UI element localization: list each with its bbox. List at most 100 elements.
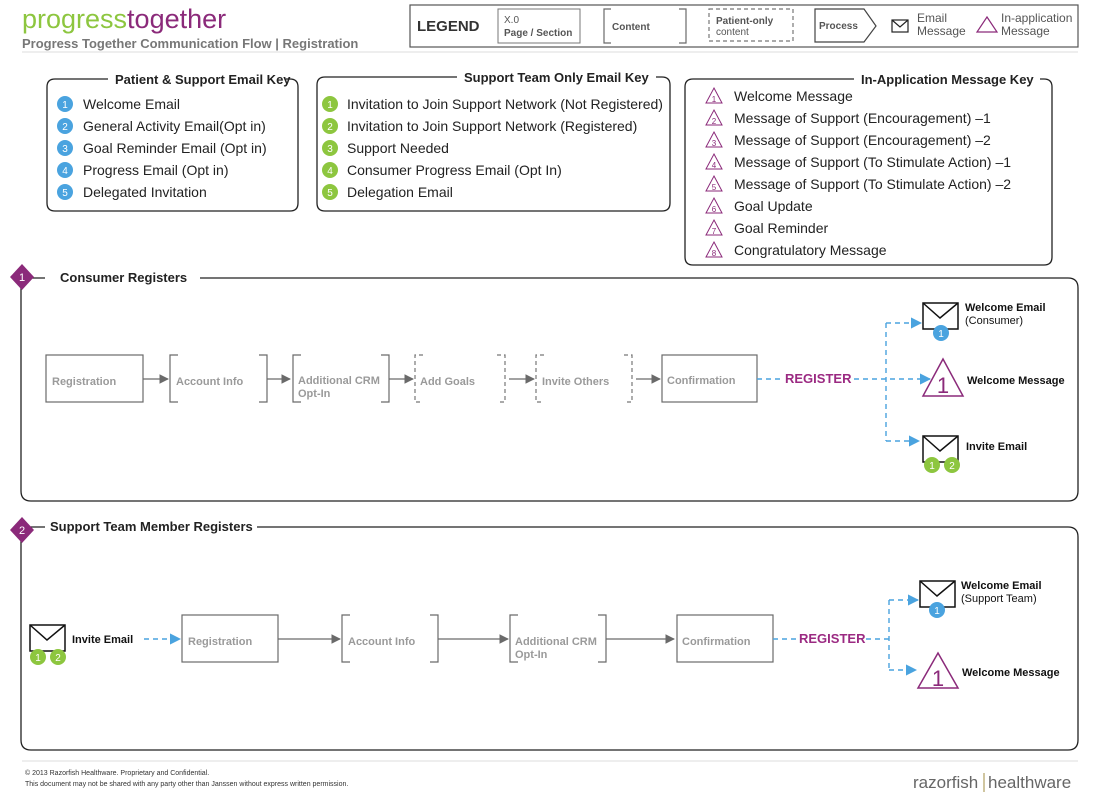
legend-inapp-icon: [975, 15, 999, 33]
page-subtitle: Progress Together Communication Flow | R…: [22, 36, 358, 51]
support-key-label: Consumer Progress Email (Opt In): [347, 162, 562, 178]
inapp-key-num: 4: [712, 161, 717, 170]
step-invite-others: [535, 354, 633, 403]
section2-badge: [10, 517, 34, 543]
inapp-message-key: In-Application Message Key 1 Welcome Mes…: [684, 72, 1053, 266]
logo-part2: together: [127, 4, 226, 34]
support-key-item: 5 Delegation Email: [322, 184, 453, 200]
legend-inapp-line1: In-application: [1001, 11, 1072, 25]
inapp-key-label: Message of Support (Encouragement) –1: [734, 110, 991, 126]
support-key-badge: 2: [327, 122, 333, 133]
triangle-icon: [916, 651, 960, 689]
footer-notice: This document may not be shared with any…: [25, 781, 348, 788]
footer: © 2013 Razorfish Healthware. Proprietary…: [22, 760, 1078, 792]
inapp-key-item: 7 Goal Reminder: [705, 218, 828, 236]
inapp-key-num: 7: [712, 227, 717, 236]
patient-key-label: Delegated Invitation: [83, 184, 207, 200]
step-registration-label: Registration: [52, 376, 116, 388]
step-account-info-label: Account Info: [176, 376, 243, 388]
patient-key-label: General Activity Email(Opt in): [83, 118, 266, 134]
triangle-icon: [705, 108, 723, 126]
step-account-info-label: Account Info: [348, 636, 415, 648]
legend-process-shape: [814, 8, 877, 43]
welcome-message-num: 1: [932, 666, 944, 691]
footer-copyright: © 2013 Razorfish Healthware. Proprietary…: [25, 769, 209, 777]
legend-inapp-line2: Message: [1001, 24, 1050, 38]
inapp-key-num: 2: [712, 117, 717, 126]
legend-email-icon: [891, 19, 909, 33]
inapp-key-title: In-Application Message Key: [861, 72, 1034, 87]
invite-email-consumer: 1 2 Invite Email: [922, 435, 1027, 473]
support-key-badge: 5: [327, 188, 333, 199]
step-crm-line2: Opt-In: [515, 649, 548, 661]
support-key-label: Support Needed: [347, 140, 449, 156]
support-key-badge: 4: [327, 166, 333, 177]
patient-key-item: 2 General Activity Email(Opt in): [57, 118, 266, 134]
inapp-key-num: 6: [712, 205, 717, 214]
email-badge-num: 2: [949, 461, 955, 472]
patient-key-item: 3 Goal Reminder Email (Opt in): [57, 140, 267, 156]
support-key-label: Delegation Email: [347, 184, 453, 200]
welcome-message-support: 1 Welcome Message: [916, 651, 1060, 691]
legend-content-bracket: [603, 8, 687, 44]
email-badge: [30, 649, 46, 665]
inapp-key-num: 3: [712, 139, 717, 148]
logo: progresstogether: [22, 4, 226, 34]
support-key-item: 1 Invitation to Join Support Network (No…: [322, 96, 663, 112]
legend-email-line1: Email: [917, 11, 947, 25]
section1-number: 1: [19, 272, 25, 284]
triangle-icon: [705, 218, 723, 236]
legend-process-label: Process: [819, 21, 858, 32]
support-key-badge: 3: [327, 144, 333, 155]
triangle-icon: [705, 130, 723, 148]
inapp-key-num: 5: [712, 183, 717, 192]
support-key-item: 3 Support Needed: [322, 140, 449, 156]
inapp-key-label: Welcome Message: [734, 88, 853, 104]
patient-email-key: Patient & Support Email Key 1 Welcome Em…: [46, 72, 299, 212]
triangle-icon: [705, 196, 723, 214]
triangle-icon: [705, 152, 723, 170]
patient-key-item: 4 Progress Email (Opt in): [57, 162, 228, 178]
support-key-title: Support Team Only Email Key: [464, 70, 649, 85]
email-badge-num: 1: [938, 329, 944, 340]
patient-key-item: 5 Delegated Invitation: [57, 184, 207, 200]
legend-title: LEGEND: [417, 18, 480, 35]
inapp-key-item: 4 Message of Support (To Stimulate Actio…: [705, 152, 1011, 170]
patient-key-badge: 4: [62, 166, 68, 177]
inapp-key-num: 8: [712, 249, 717, 258]
legend-frame: [409, 4, 1079, 48]
legend-patient-only-box: [708, 8, 794, 42]
section1-badge: [10, 264, 34, 290]
welcome-message-consumer: 1 Welcome Message: [921, 357, 1065, 398]
triangle-icon: [921, 357, 965, 397]
inapp-key-label: Congratulatory Message: [734, 242, 887, 258]
email-badge-num: 1: [929, 461, 935, 472]
step-add-goals: [414, 354, 506, 403]
inapp-key-item: 6 Goal Update: [705, 196, 813, 214]
triangle-icon: [705, 174, 723, 192]
section-consumer-registers: 1 Consumer Registers Registration Accoun…: [10, 264, 1079, 502]
welcome-email-line2: (Consumer): [965, 315, 1023, 327]
legend-page-section-num: X.0: [504, 15, 519, 26]
step-crm-line1: Additional CRM: [298, 375, 380, 387]
welcome-message-num: 1: [937, 373, 949, 398]
legend-patient-only-line1: Patient-only: [716, 16, 774, 27]
patient-key-label: Progress Email (Opt in): [83, 162, 228, 178]
welcome-email-consumer: 1 Welcome Email (Consumer): [922, 302, 1046, 341]
invite-email-label: Invite Email: [72, 634, 133, 646]
email-badge-num: 1: [35, 653, 41, 664]
section-support-team-registers: 2 Support Team Member Registers 1 2 Invi…: [10, 517, 1079, 751]
welcome-email-line2: (Support Team): [961, 593, 1037, 605]
step-confirmation-label: Confirmation: [682, 636, 751, 648]
logo-part1: progress: [22, 4, 127, 34]
welcome-email-line1: Welcome Email: [961, 580, 1042, 592]
email-badge: [50, 649, 66, 665]
email-badge: [924, 457, 940, 473]
patient-key-item: 1 Welcome Email: [57, 96, 180, 112]
step-confirmation-label: Confirmation: [667, 375, 736, 387]
welcome-message-label: Welcome Message: [967, 375, 1065, 387]
patient-key-frame: [46, 78, 299, 212]
support-email-key: Support Team Only Email Key 1 Invitation…: [316, 70, 671, 212]
email-badge: [933, 325, 949, 341]
support-key-frame: [316, 76, 671, 212]
